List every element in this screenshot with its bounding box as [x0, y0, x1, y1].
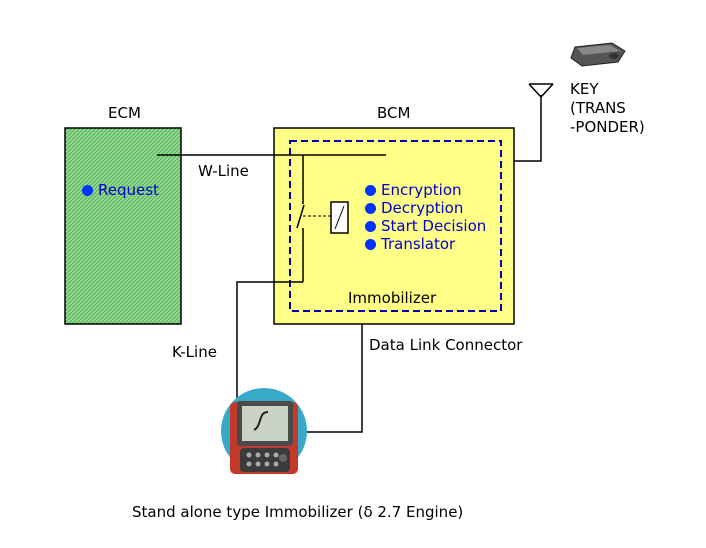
ecm-request-label: Request — [98, 181, 159, 199]
bcm-item-translator: Translator — [365, 235, 455, 253]
key-transponder-icon — [570, 42, 626, 67]
bullet-icon — [365, 221, 376, 232]
ecm-title: ECM — [108, 104, 141, 122]
relay-coil-diagonal — [334, 205, 345, 230]
ecm-box — [64, 127, 182, 325]
w-line-label: W-Line — [198, 162, 249, 180]
k-line-label: K-Line — [172, 343, 217, 361]
k-line-wire — [236, 281, 303, 398]
ecm-request-item: Request — [82, 181, 159, 199]
data-link-connector-label: Data Link Connector — [369, 336, 523, 354]
bullet-icon — [365, 239, 376, 250]
antenna-icon — [528, 83, 554, 98]
key-label-line3: -PONDER) — [570, 118, 645, 136]
bcm-item-decryption: Decryption — [365, 199, 463, 217]
bullet-icon — [365, 203, 376, 214]
bullet-icon — [365, 185, 376, 196]
bcm-item-start-decision: Start Decision — [365, 217, 486, 235]
key-label-line2: (TRANS — [570, 99, 626, 117]
immobilizer-dashed-box — [289, 140, 502, 312]
scan-tool-icon — [221, 388, 307, 474]
bcm-item-encryption: Encryption — [365, 181, 462, 199]
key-label-line1: KEY — [570, 80, 599, 98]
bcm-title: BCM — [377, 104, 411, 122]
caption: Stand alone type Immobilizer (δ 2.7 Engi… — [132, 503, 464, 521]
dlc-wire — [300, 324, 363, 433]
bcm-box — [273, 127, 515, 325]
switch-contact — [296, 204, 305, 229]
antenna-wire — [514, 95, 542, 162]
immobilizer-label: Immobilizer — [348, 289, 437, 307]
bullet-icon — [82, 185, 93, 196]
